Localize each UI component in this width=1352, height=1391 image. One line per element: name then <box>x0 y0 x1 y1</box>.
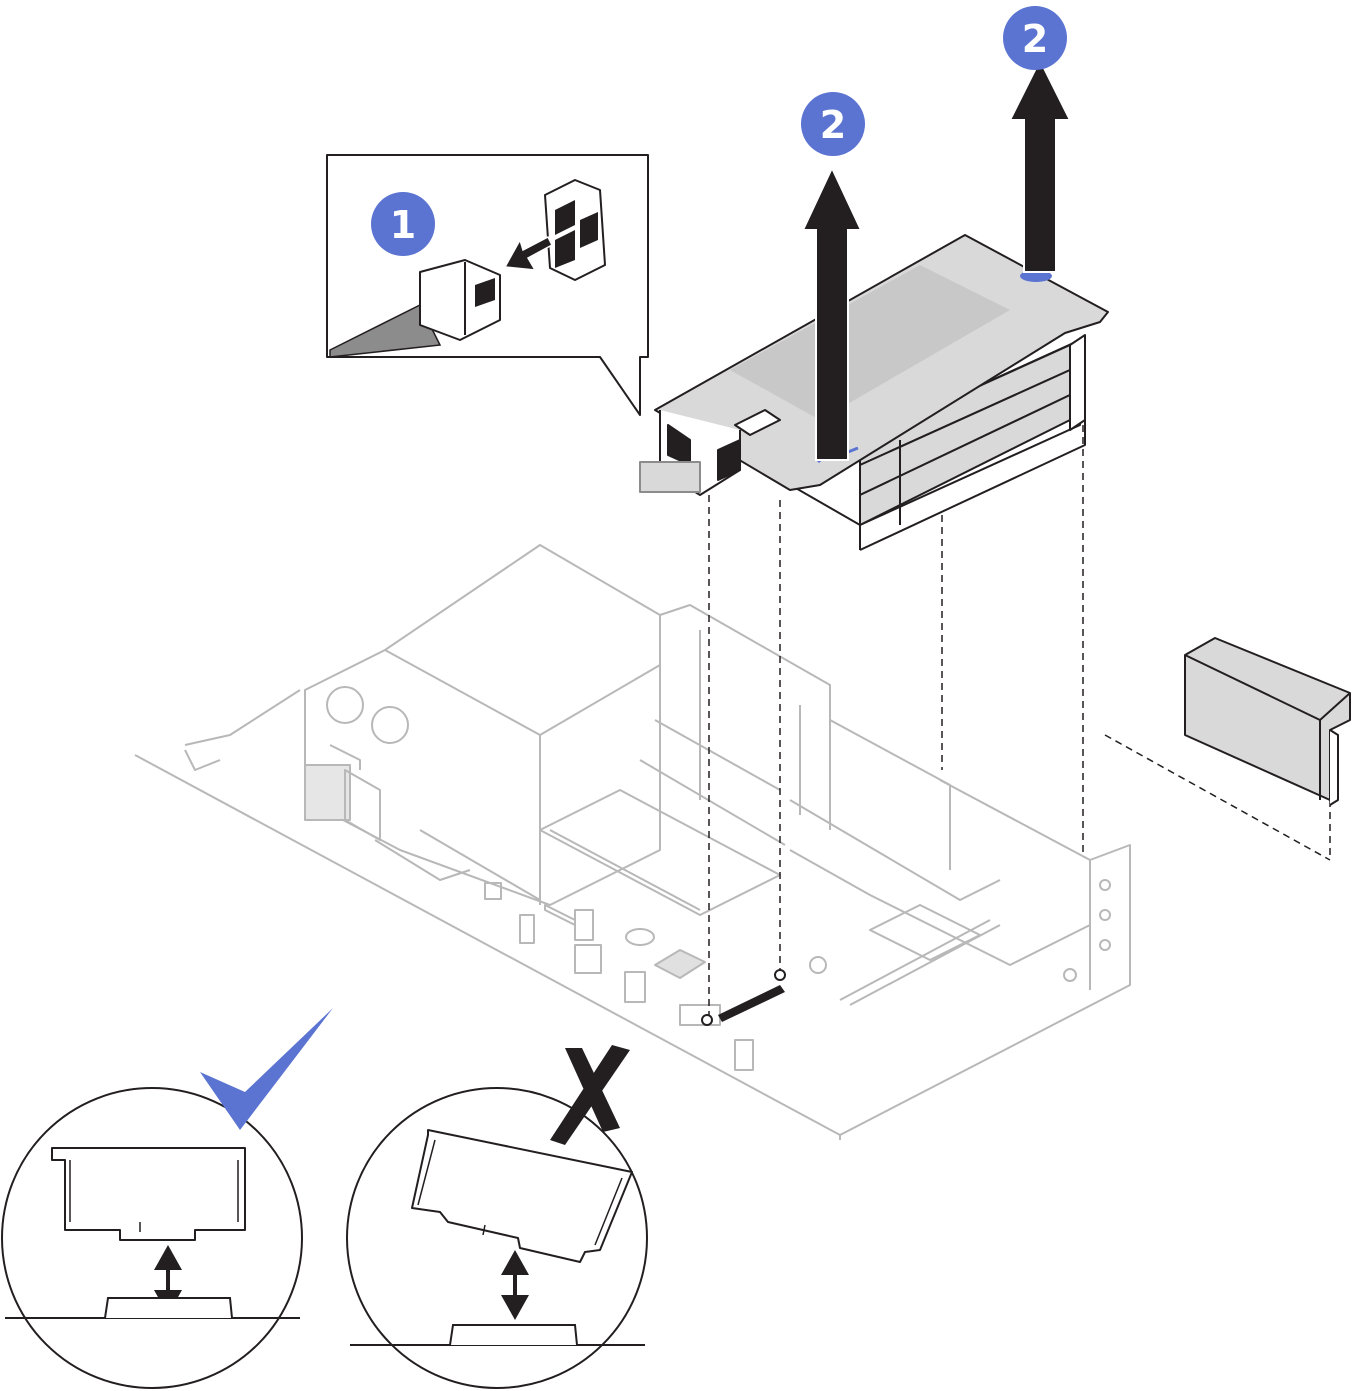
server-chassis <box>134 544 1131 1140</box>
disconnect-arrow <box>503 235 553 271</box>
riser-assembly <box>639 234 1109 551</box>
correct-detail <box>1 1087 303 1389</box>
double-arrow-icon-2 <box>501 1250 529 1320</box>
lift-arrow-left <box>801 165 863 461</box>
checkmark-icon <box>200 1008 333 1130</box>
lift-arrow-right <box>1008 57 1072 273</box>
callout-2-left: 2 <box>801 92 865 156</box>
slot-filler <box>1184 637 1351 806</box>
incorrect-detail <box>346 1087 648 1389</box>
cross-icon <box>550 1045 630 1145</box>
cable-plug <box>419 259 501 341</box>
callout-1: 1 <box>371 192 435 256</box>
card-straight <box>51 1147 246 1241</box>
connector-callout <box>326 154 649 416</box>
pcie-slot <box>701 969 786 1026</box>
power-cable <box>329 303 442 358</box>
callout-2-right: 2 <box>1003 6 1067 70</box>
callout-2-left-text: 2 <box>820 103 846 147</box>
card-tilted <box>411 1129 633 1263</box>
callout-2-right-text: 2 <box>1022 17 1048 61</box>
alignment-lines <box>708 425 1331 1015</box>
callout-1-text: 1 <box>390 203 416 247</box>
